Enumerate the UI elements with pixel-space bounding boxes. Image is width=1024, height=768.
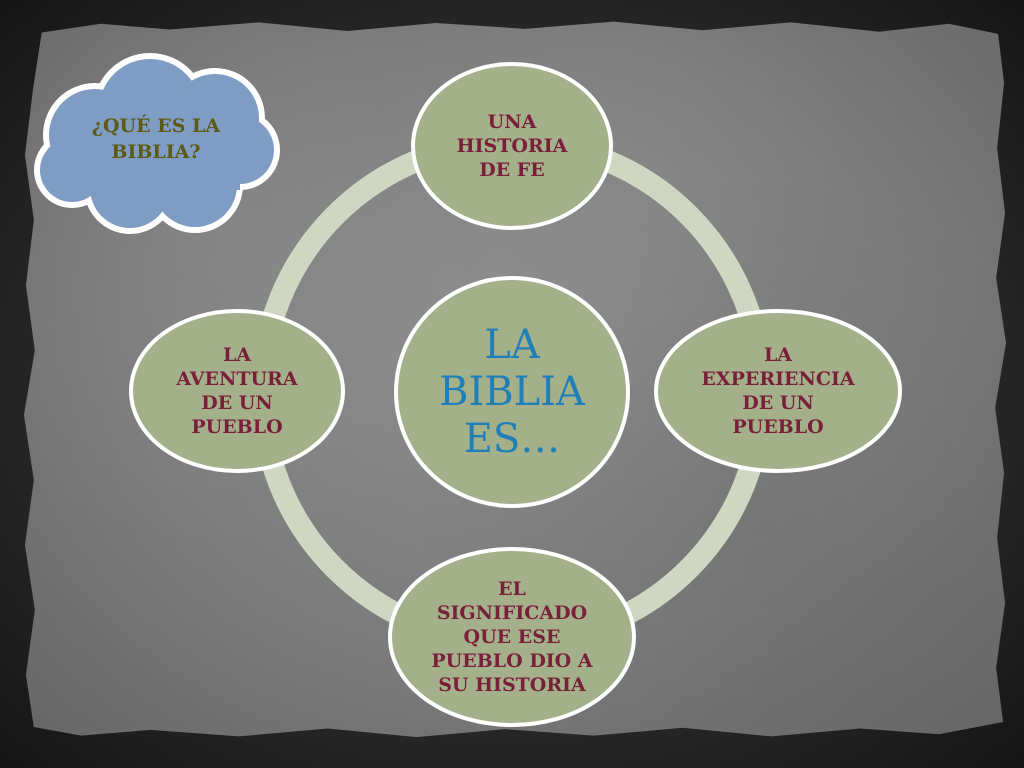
node-bottom-line: SIGNIFICADO bbox=[436, 602, 588, 624]
center-node-text: LA BIBLIA ES… bbox=[412, 292, 612, 492]
node-left-text: LA AVENTURA DE UN PUEBLO bbox=[157, 331, 317, 451]
node-bottom-line: PUEBLO DIO A bbox=[431, 650, 593, 672]
node-top-line: HISTORIA bbox=[456, 135, 568, 157]
node-bottom-shape bbox=[388, 547, 636, 727]
node-right-shape bbox=[654, 309, 902, 473]
title-cloud-text: ¿QUÉ ES LA BIBLIA? bbox=[66, 104, 246, 174]
node-right-line: PUEBLO bbox=[732, 416, 824, 438]
node-bottom-line: EL bbox=[498, 578, 526, 600]
center-line3: ES… bbox=[463, 415, 561, 462]
node-right-line: LA bbox=[763, 344, 793, 366]
node-top-line: UNA bbox=[487, 111, 537, 133]
node-top-line: DE FE bbox=[479, 159, 545, 181]
node-bottom-line: QUE ESE bbox=[463, 626, 561, 648]
node-left-line: PUEBLO bbox=[191, 416, 283, 438]
node-bottom-text: EL SIGNIFICADO QUE ESE PUEBLO DIO A SU H… bbox=[422, 567, 602, 707]
node-right-line: DE UN bbox=[742, 392, 814, 414]
node-right-text: LA EXPERIENCIA DE UN PUEBLO bbox=[688, 331, 868, 451]
center-line1: LA bbox=[484, 321, 540, 368]
node-left-line: DE UN bbox=[201, 392, 273, 414]
node-top-shape bbox=[411, 62, 613, 230]
node-left-line: AVENTURA bbox=[176, 368, 298, 390]
title-cloud-line2: BIBLIA? bbox=[111, 141, 201, 163]
node-right-line: EXPERIENCIA bbox=[701, 368, 855, 390]
center-line2: BIBLIA bbox=[439, 368, 585, 415]
node-top-text: UNA HISTORIA DE FE bbox=[432, 96, 592, 196]
node-left-line: LA bbox=[222, 344, 252, 366]
title-cloud-line1: ¿QUÉ ES LA bbox=[91, 115, 221, 137]
center-node-shape bbox=[394, 276, 630, 508]
title-cloud bbox=[34, 53, 280, 234]
node-left-shape bbox=[129, 309, 345, 473]
node-bottom-line: SU HISTORIA bbox=[438, 674, 586, 696]
